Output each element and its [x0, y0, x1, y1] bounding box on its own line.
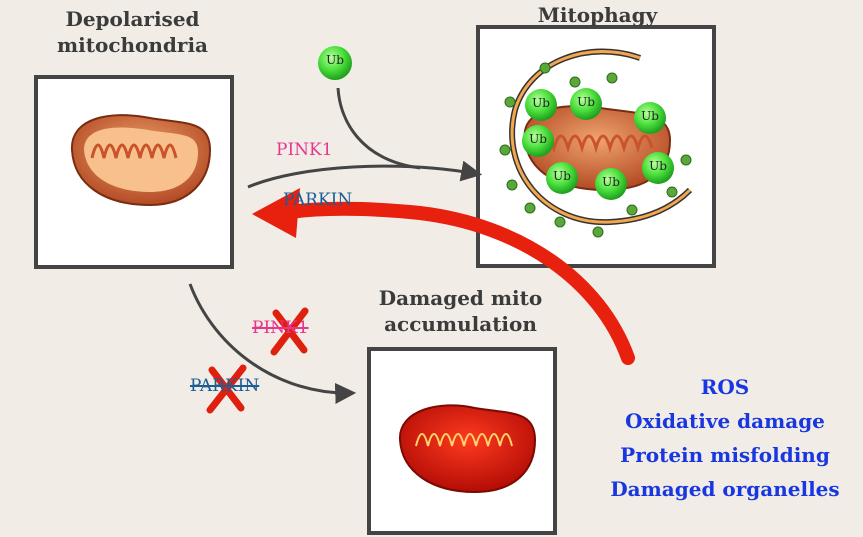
depolarised-box — [34, 75, 234, 269]
mitochondrion-red-image — [398, 404, 537, 494]
stress-causes-list: ROS Oxidative damage Protein misfolding … — [590, 370, 860, 506]
depolarised-to-damaged-arrow — [188, 283, 357, 404]
cause-damaged-organelles: Damaged organelles — [610, 477, 840, 501]
ub-free-label: Ub — [326, 53, 344, 67]
title-damaged: Damaged mito accumulation — [378, 286, 543, 336]
phagophore-membrane — [509, 48, 693, 226]
ub-label: Ub — [602, 175, 620, 189]
ub-label: Ub — [649, 159, 667, 173]
title-mitophagy: Mitophagy — [537, 3, 658, 27]
ub-free-icon — [318, 46, 352, 80]
depolarised-to-mitophagy-arrow — [247, 160, 483, 189]
ub-cluster — [522, 88, 674, 200]
cause-ros: ROS — [700, 375, 750, 399]
parkin-blocked-label: PARKIN — [190, 376, 260, 396]
ub-label: Ub — [553, 169, 571, 183]
ub-label: Ub — [529, 132, 547, 146]
cause-protein-misfolding: Protein misfolding — [620, 443, 830, 467]
pink1-label: PINK1 — [276, 140, 333, 160]
title-depolarised: Depolarised mitochondria — [56, 7, 208, 57]
ubiquitin-small-dots — [499, 62, 692, 238]
mitophagy-box — [476, 25, 716, 268]
ub-label: Ub — [532, 96, 550, 110]
ub-label: Ub — [641, 109, 659, 123]
parkin-label: PARKIN — [283, 190, 353, 210]
cause-oxidative-damage: Oxidative damage — [625, 409, 825, 433]
block-x-parkin — [206, 364, 247, 414]
damaged-box — [367, 347, 557, 535]
ros-feedback-arrow — [252, 188, 635, 365]
ub-label: Ub — [577, 95, 595, 109]
pink1-blocked-label: PINK1 — [252, 318, 309, 338]
ub-to-pathway-arrow — [336, 87, 421, 170]
block-x-pink1 — [270, 307, 309, 356]
mitochondrion-orange-image — [70, 114, 212, 207]
